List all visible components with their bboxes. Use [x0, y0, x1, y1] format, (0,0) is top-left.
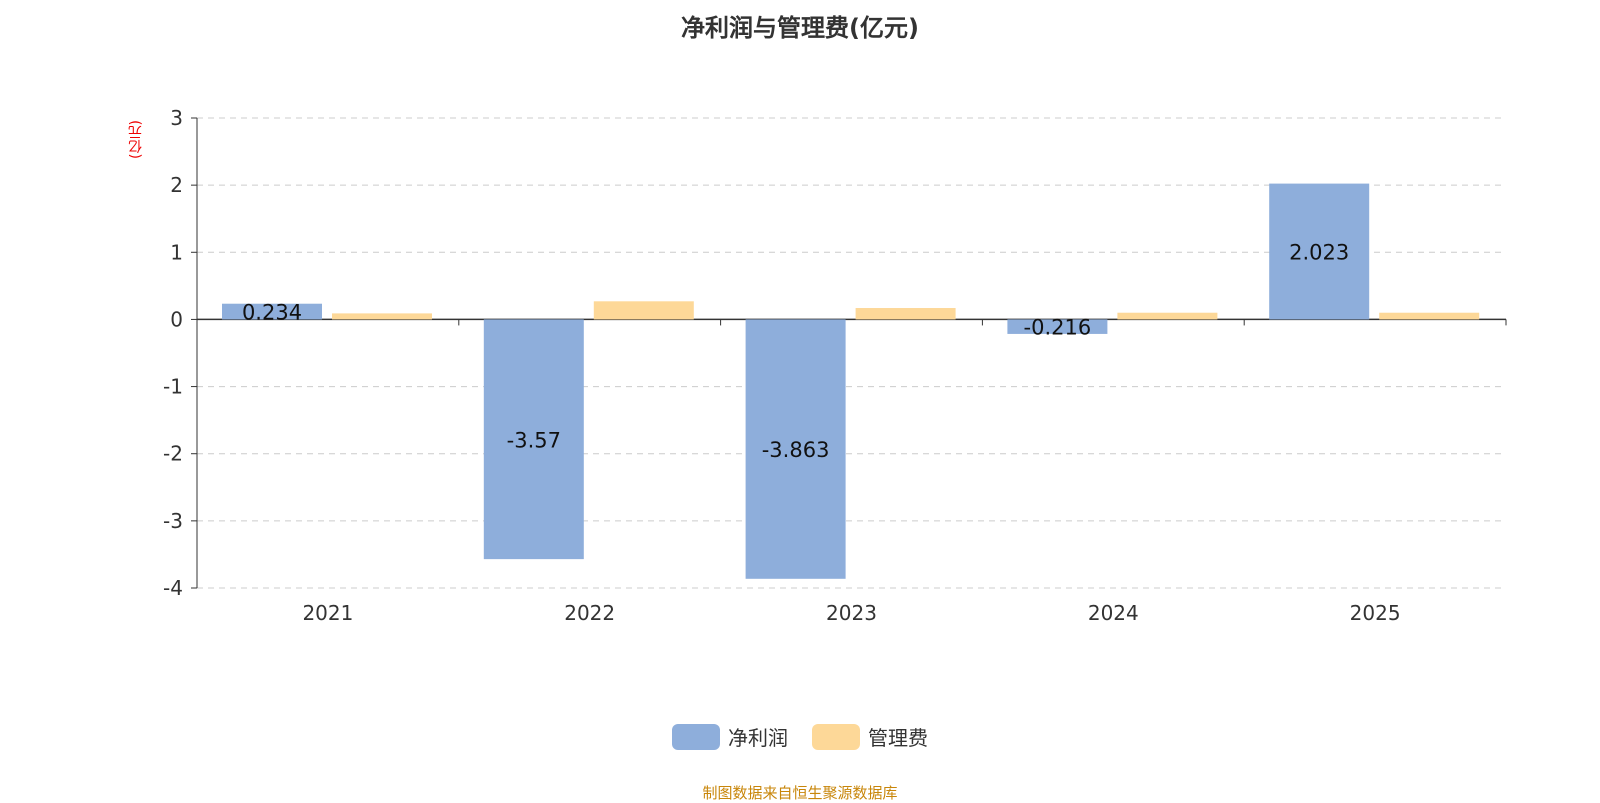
x-tick-label: 2022 — [564, 601, 615, 625]
admin-expense-bar — [332, 313, 432, 320]
admin-expense-bar — [1379, 312, 1480, 320]
legend-item-net-profit[interactable]: 净利润 — [672, 722, 788, 751]
x-tick-label: 2021 — [302, 601, 353, 625]
y-tick-label: -4 — [163, 576, 183, 600]
y-tick-label: 1 — [170, 240, 183, 264]
net-profit-bar — [1269, 183, 1370, 320]
legend-label: 管理费 — [868, 726, 928, 750]
y-tick-label: 2 — [170, 173, 183, 197]
legend-swatch — [812, 723, 860, 750]
data-label: -3.57 — [507, 428, 561, 452]
net-profit-bar — [745, 319, 846, 579]
x-tick-label: 2023 — [826, 601, 877, 625]
data-label: -3.863 — [762, 438, 830, 462]
y-tick-label: -2 — [163, 442, 183, 466]
net-profit-bar — [222, 303, 322, 320]
legend: 净利润 管理费 — [0, 722, 1600, 751]
legend-label: 净利润 — [728, 726, 788, 750]
y-tick-label: -1 — [163, 375, 183, 399]
y-tick-label: 3 — [170, 106, 183, 130]
source-note: 制图数据来自恒生聚源数据库 — [702, 784, 898, 802]
legend-item-admin-expense[interactable]: 管理费 — [812, 722, 928, 751]
admin-expense-bar — [855, 308, 956, 320]
data-label: 2.023 — [1289, 241, 1349, 265]
net-profit-bar — [483, 319, 584, 560]
x-tick-label: 2024 — [1088, 601, 1139, 625]
data-label: 0.234 — [242, 301, 302, 325]
admin-expense-bar — [1117, 312, 1218, 320]
x-tick-label: 2025 — [1350, 601, 1401, 625]
y-tick-label: -3 — [163, 509, 183, 533]
y-tick-label: 0 — [170, 307, 183, 331]
admin-expense-bar — [593, 301, 694, 320]
legend-swatch — [672, 723, 720, 750]
chart-title: 净利润与管理费(亿元) — [681, 14, 919, 42]
net-profit-bar — [1007, 319, 1108, 334]
data-label: -0.216 — [1024, 316, 1092, 340]
